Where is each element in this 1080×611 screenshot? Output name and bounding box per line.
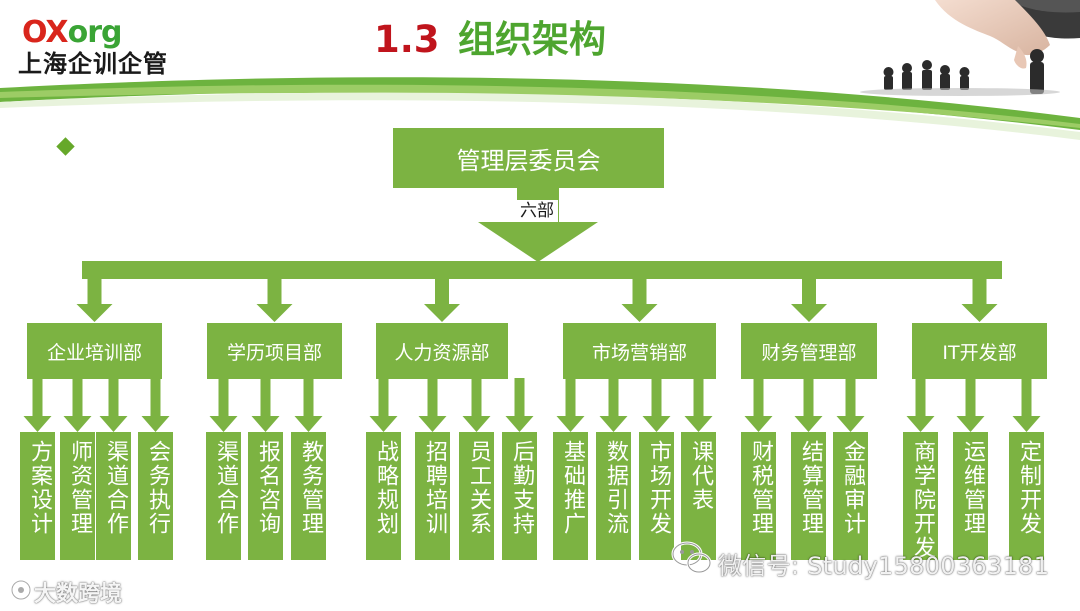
department-node: 市场营销部 — [563, 323, 716, 379]
department-node: 人力资源部 — [376, 323, 508, 379]
unit-node: 商学院开发 — [903, 432, 938, 560]
unit-node: 结算管理 — [791, 432, 826, 560]
wechat-icon — [671, 541, 712, 574]
unit-node: 报名咨询 — [248, 432, 283, 560]
unit-node: 金融审计 — [833, 432, 868, 560]
corner-watermark: 大数跨境 — [34, 582, 123, 607]
unit-node: 招聘培训 — [415, 432, 450, 560]
chess-hand-image — [860, 0, 1080, 96]
connector-label: 六部 — [516, 200, 558, 222]
logo-text-red: OX — [22, 15, 69, 50]
header-swoosh — [0, 77, 1080, 140]
unit-node: 市场开发 — [639, 432, 674, 560]
camera-icon — [10, 579, 32, 601]
unit-node: 渠道合作 — [96, 432, 131, 560]
unit-node: 财税管理 — [741, 432, 776, 560]
logo-chinese-text: 上海企训企管 — [18, 50, 168, 78]
department-node: 财务管理部 — [741, 323, 877, 379]
slide-number: 1.3 — [374, 18, 440, 61]
wechat-watermark: 微信号: Study15800363181 — [718, 552, 1050, 580]
company-logo: OXorg 上海企训企管 — [18, 15, 253, 79]
unit-node: 渠道合作 — [206, 432, 241, 560]
org-root-node: 管理层委员会 — [393, 128, 664, 188]
slide-title: 组织架构 — [458, 18, 606, 61]
unit-node: 基础推广 — [553, 432, 588, 560]
department-node: IT开发部 — [912, 323, 1047, 379]
unit-node: 战略规划 — [366, 432, 401, 560]
logo-text-green: org — [67, 15, 123, 50]
unit-node: 数据引流 — [596, 432, 631, 560]
unit-node: 课代表 — [681, 432, 716, 560]
unit-node: 方案设计 — [20, 432, 55, 560]
department-node: 企业培训部 — [27, 323, 162, 379]
department-node: 学历项目部 — [207, 323, 342, 379]
unit-node: 定制开发 — [1009, 432, 1044, 560]
unit-node: 员工关系 — [459, 432, 494, 560]
unit-node: 师资管理 — [60, 432, 95, 560]
unit-node: 会务执行 — [138, 432, 173, 560]
unit-node: 后勤支持 — [502, 432, 537, 560]
unit-node: 运维管理 — [953, 432, 988, 560]
unit-node: 教务管理 — [291, 432, 326, 560]
